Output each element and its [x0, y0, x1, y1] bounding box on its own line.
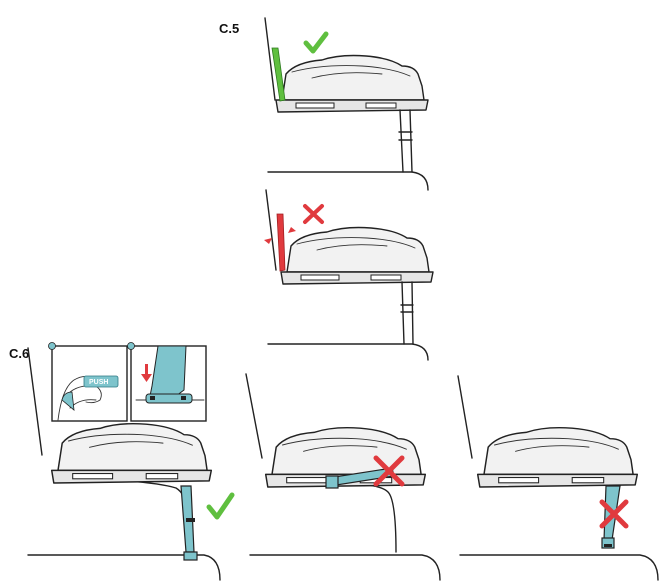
vehicle-seat-cushion [250, 555, 440, 580]
support-leg [401, 282, 413, 344]
panel-c6-wrong-gap [458, 376, 658, 580]
detail-inset-leg [128, 343, 207, 422]
detail-inset-push: PUSH [49, 343, 128, 422]
support-leg [399, 110, 412, 172]
arrow-icon [264, 238, 272, 244]
panel-c5-correct [265, 18, 428, 190]
vehicle-seat-cushion [460, 555, 658, 580]
arrow-icon [288, 227, 296, 233]
vehicle-seat-backrest [28, 348, 42, 455]
vehicle-seat-backrest [458, 376, 472, 458]
panel-c6-wrong-folded [246, 374, 440, 580]
vehicle-seat-backrest [246, 374, 262, 458]
step-label-c6: C.6 [9, 346, 29, 361]
vehicle-seat-cushion [268, 172, 428, 190]
panel-c5-wrong [264, 190, 433, 360]
vehicle-seat-backrest [266, 190, 276, 270]
cross-icon [305, 206, 322, 222]
check-icon [306, 34, 326, 51]
isofix-arm-wrong [277, 214, 285, 271]
push-label: PUSH [89, 379, 108, 386]
vehicle-floor [330, 484, 396, 552]
vehicle-seat-cushion [268, 344, 428, 360]
check-icon [209, 495, 232, 517]
step-label-c5: C.5 [219, 21, 239, 36]
